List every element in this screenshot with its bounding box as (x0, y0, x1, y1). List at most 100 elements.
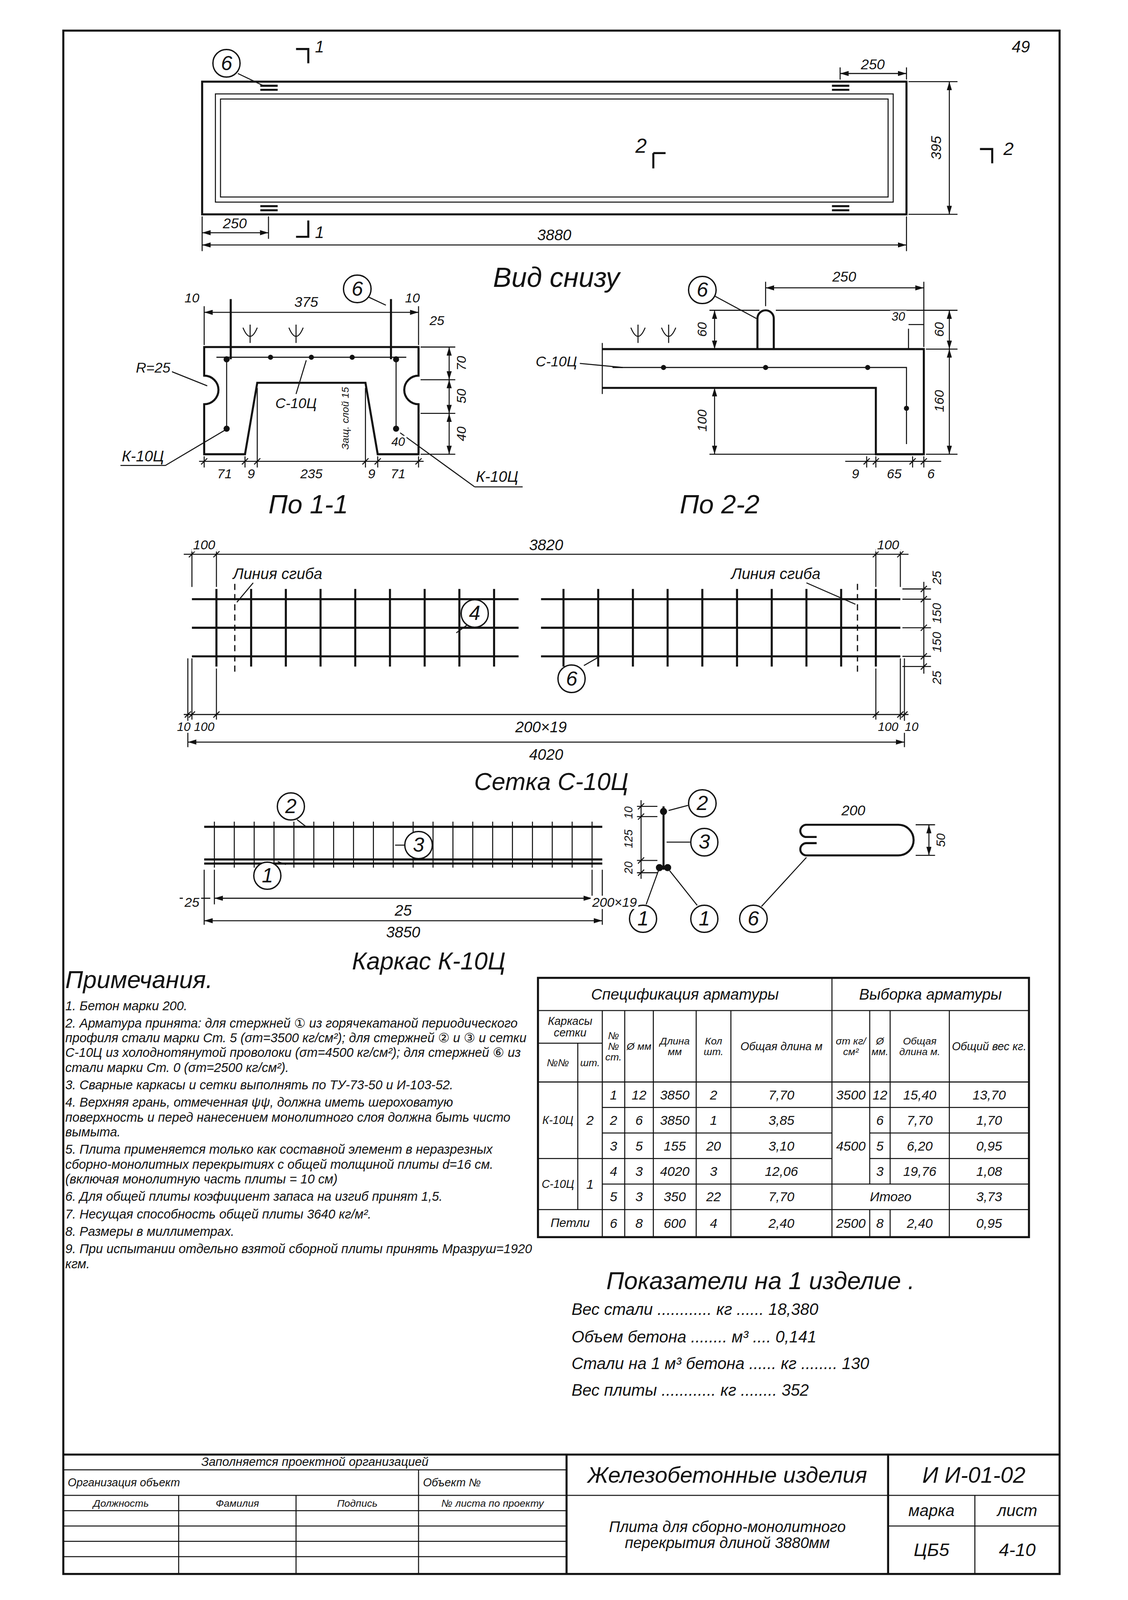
drawing-label: 100 (875, 538, 901, 553)
section-1-1-path (216, 357, 407, 429)
table-cell: 1 (602, 1082, 625, 1108)
drawing-label: 10 (182, 291, 201, 305)
table-cell: 3 (696, 1158, 731, 1184)
callout-circle: 4 (460, 599, 489, 628)
sheet-frame (63, 30, 1060, 1574)
title-block-cell: И И-01-02 (888, 1454, 1060, 1496)
section-1-1-path (198, 387, 424, 468)
table-cell: 3 (602, 1132, 625, 1159)
drawing-label: Линия сгиба (729, 566, 823, 582)
section-1-1-circle (393, 356, 400, 363)
drawing-label: 250 (830, 269, 858, 284)
frame-k10-path (179, 869, 628, 925)
note-text: 4. Верхняя грань, отмеченная ψψ, должна … (65, 1095, 533, 1140)
drawing-label: 3880 (535, 226, 574, 243)
drawing-label: 70 (454, 354, 469, 373)
title-block-cell: Железобетонные изделия (566, 1454, 889, 1496)
section-1-1-line (448, 347, 450, 381)
drawing-label: 250 (221, 216, 249, 231)
table-cell: 3 (624, 1183, 654, 1210)
table-cell: 3850 (653, 1107, 697, 1133)
callout-number: 1 (698, 908, 711, 930)
drawing-label: Вид снизу (489, 263, 624, 292)
drawing-label: 395 (929, 134, 944, 162)
table-cell: 3,85 (730, 1107, 833, 1133)
drawing-label: 10 (403, 291, 422, 305)
drawing-label: 9 (246, 467, 257, 481)
mesh-c10-path (184, 711, 908, 718)
callout-circle: 6 (557, 664, 586, 693)
drawing-label: 49 (1009, 38, 1033, 56)
table-cell: 4 (696, 1209, 731, 1238)
section-1-1-path (120, 360, 523, 487)
table-cell: 19,76 (889, 1158, 950, 1184)
table-cell: 3 (624, 1158, 654, 1184)
table-cell: 1 (696, 1107, 731, 1133)
section-2-2-line (949, 349, 950, 455)
table-cell: σт кг/см² (831, 1010, 870, 1083)
table-cell: С-10Ц (537, 1158, 578, 1210)
callout-number: 6 (221, 53, 233, 74)
title-block-cell: лист (974, 1495, 1060, 1527)
notes-column: Примечания.1. Бетон марки 200.2. Арматур… (65, 965, 533, 1272)
bottom-view-rect (202, 81, 907, 215)
table-cell: Общая длина м. (889, 1010, 950, 1083)
bottom-view-line (840, 72, 907, 74)
title-block-cell: Фамилия (178, 1495, 296, 1511)
table-cell: 7,70 (730, 1082, 833, 1108)
callout-circle: 6 (212, 48, 241, 78)
bottom-view-path (202, 67, 958, 252)
drawing-label: 2 (632, 135, 650, 157)
callout-number: 6 (696, 279, 709, 301)
section-1-1-circle (393, 425, 400, 433)
drawing-label: 3850 (384, 924, 422, 940)
drawing-label: 160 (932, 388, 946, 414)
title-block-cell: Подпись (296, 1495, 419, 1511)
frame-cross-section-path (646, 805, 698, 906)
callout-number: 2 (285, 796, 297, 817)
table-cell: Ø мм. (869, 1010, 890, 1083)
section-2-2-circle (903, 405, 909, 411)
drawing-label: 25 (930, 569, 944, 586)
section-1-1-circle (223, 356, 230, 363)
section-1-1-line (204, 311, 419, 313)
frame-cross-section-circle (659, 807, 668, 815)
callout-number: 4 (468, 603, 481, 624)
drawing-label: 40 (389, 436, 407, 449)
table-cell: 350 (653, 1183, 697, 1210)
title-block-cell: ЦБ5 (888, 1525, 975, 1574)
loop-6-path (761, 857, 807, 907)
title-block-cell: Организация объект (63, 1469, 419, 1496)
drawing-label: 150 (930, 601, 944, 626)
note-text: 2. Арматура принята: для стержней ① из г… (65, 1016, 533, 1076)
section-2-2-line (714, 310, 715, 350)
section-1-1-line (448, 413, 450, 455)
section-1-1-path (201, 458, 422, 465)
drawing-label: 235 (298, 467, 325, 481)
section-2-2-path (579, 296, 757, 368)
section-2-2-circle (762, 365, 768, 370)
table-cell: 6 (869, 1107, 890, 1133)
table-cell: Длина мм (653, 1010, 697, 1083)
callout-number: 3 (413, 834, 425, 856)
table-cell: Петли (537, 1209, 603, 1238)
frame-k10-line (204, 920, 603, 922)
drawing-label: 71 (389, 467, 407, 481)
frame-cross-section-path (636, 800, 658, 879)
table-cell: 6 (602, 1209, 625, 1238)
drawing-label: 2 (1001, 139, 1017, 159)
callout-circle: 3 (690, 827, 719, 857)
note-text: 8. Размеры в миллиметрах. (65, 1224, 533, 1240)
drawing-label: 1 (313, 224, 326, 242)
title-block-cell: Должность (63, 1495, 179, 1511)
drawing-label: 9 (849, 467, 861, 481)
table-cell: 22 (696, 1183, 731, 1210)
section-2-2-path (602, 349, 924, 455)
title-block (63, 1454, 1060, 1574)
section-2-2-path (631, 324, 676, 343)
drawing-label: К-10Ц (474, 468, 521, 485)
spec-table-rect (537, 977, 1029, 1238)
loop-6-path (800, 824, 914, 856)
frame-cross-section-path (662, 806, 665, 870)
frame-k10-line (214, 897, 592, 899)
